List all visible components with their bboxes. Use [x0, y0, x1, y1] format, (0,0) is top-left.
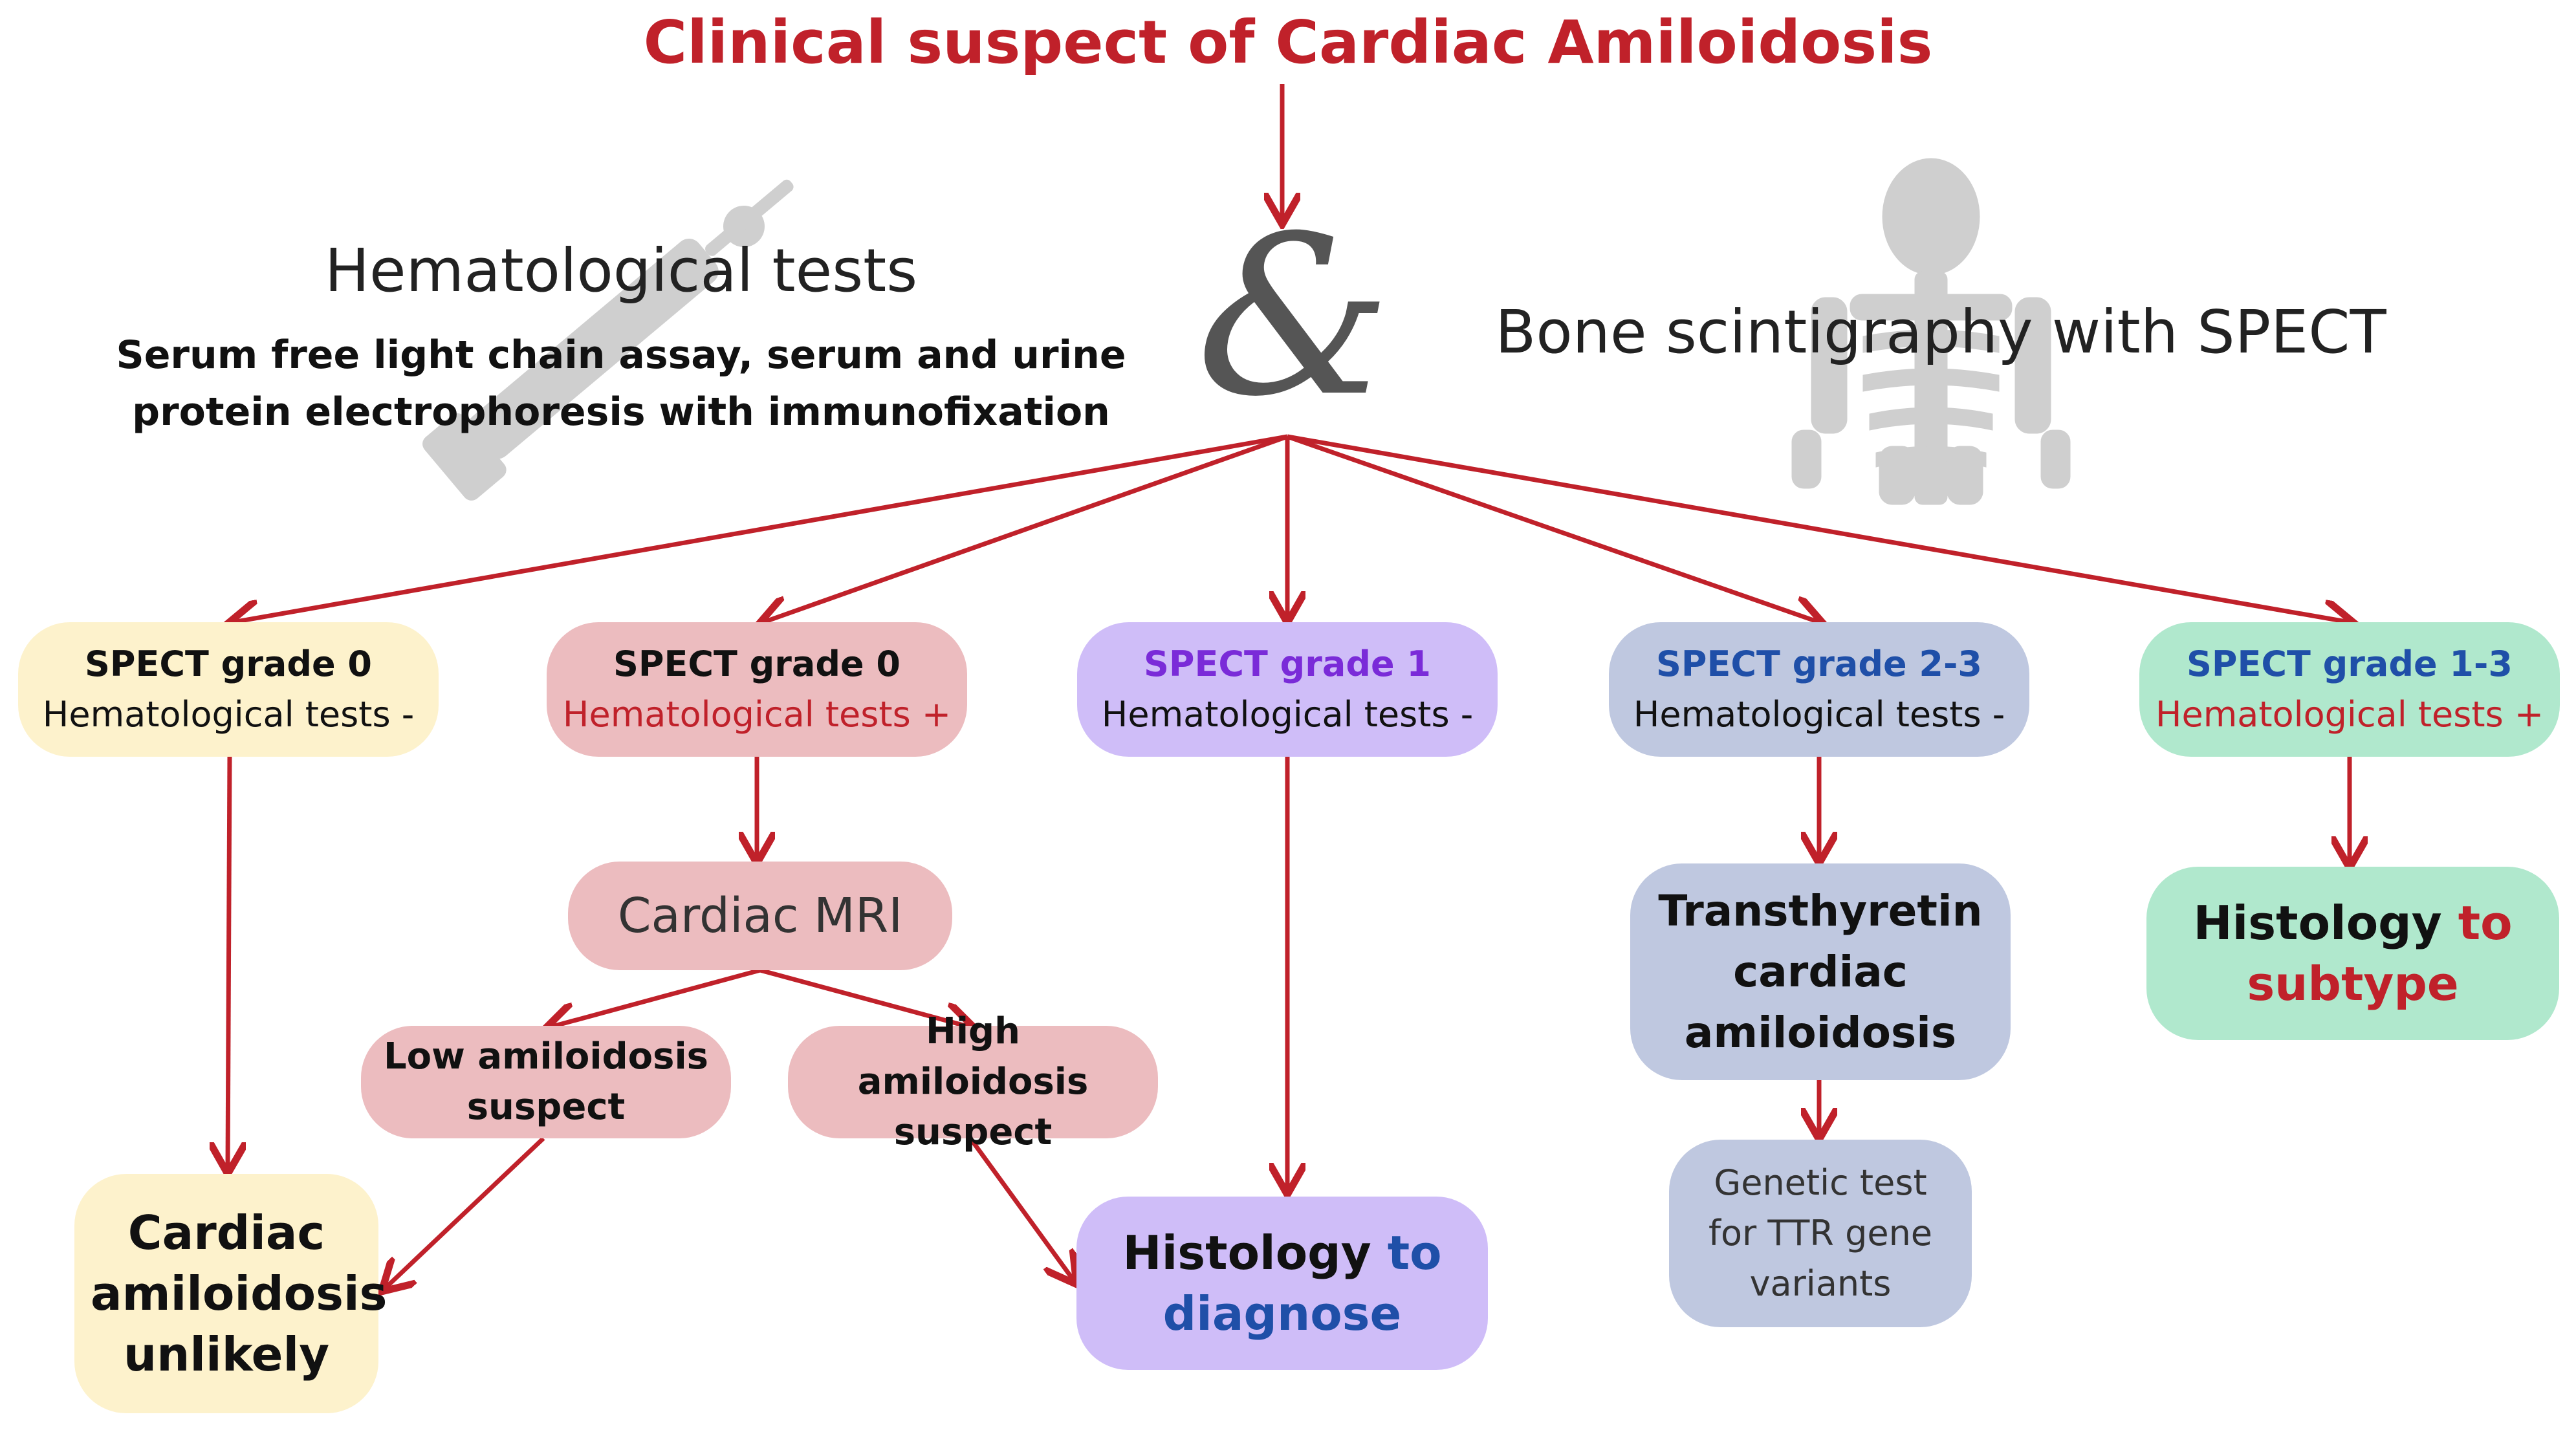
grade-node-0-pos: SPECT grade 0 Hematological tests + — [547, 622, 967, 757]
genetic-test-node: Genetic test for TTR gene variants — [1669, 1140, 1972, 1327]
ampersand: & — [1195, 189, 1392, 445]
hematological-result-label: Hematological tests + — [2155, 694, 2544, 735]
histology-subtype-label: Histology to subtype — [2165, 893, 2540, 1014]
flow-arrows — [228, 84, 2350, 1288]
bone-scintigraphy-title: Bone scintigraphy with SPECT — [1495, 298, 2386, 367]
hematological-result-label: Hematological tests - — [42, 694, 415, 735]
hematological-tests-title: Hematological tests — [324, 236, 918, 305]
diagram-title: Clinical suspect of Cardiac Amiloidosis — [643, 8, 1933, 77]
hematological-result-label: Hematological tests - — [1633, 694, 2005, 735]
histology-purpose: to subtype — [2247, 896, 2513, 1011]
grade-node-2-3-neg: SPECT grade 2-3 Hematological tests - — [1609, 622, 2029, 757]
unlikely-node: Cardiac amiloidosis unlikely — [74, 1174, 387, 1413]
hematological-tests-description: Serum free light chain assay, serum and … — [116, 332, 1126, 435]
spect-grade-label: SPECT grade 0 — [85, 644, 372, 684]
ttr-label: Transthyretin cardiac amiloidosis — [1658, 885, 1983, 1058]
histology-subtype-node: Histology to subtype — [2146, 867, 2559, 1040]
histology-diagnose-node: Histology to diagnose — [1076, 1197, 1488, 1370]
grade-node-1-neg: SPECT grade 1 Hematological tests - — [1077, 622, 1498, 757]
low-suspect-node: Low amiloidosis suspect — [361, 1026, 731, 1138]
histology-purpose: to diagnose — [1162, 1226, 1442, 1341]
low-suspect-label: Low amiloidosis suspect — [383, 1036, 708, 1128]
high-suspect-label: High amiloidosis suspect — [857, 1010, 1089, 1153]
ttr-node: Transthyretin cardiac amiloidosis — [1630, 863, 2011, 1080]
hematological-result-label: Hematological tests - — [1101, 694, 1474, 735]
histology-diagnose-label: Histology to diagnose — [1095, 1222, 1470, 1344]
unlikely-label: Cardiac amiloidosis unlikely — [91, 1206, 387, 1382]
histology-word: Histology — [2193, 896, 2442, 950]
grade-node-1-3-pos: SPECT grade 1-3 Hematological tests + — [2139, 622, 2560, 757]
spect-grade-label: SPECT grade 0 — [613, 644, 901, 684]
skeleton-icon — [1791, 158, 2071, 505]
cardiac-mri-label: Cardiac MRI — [617, 888, 903, 944]
spect-grade-label: SPECT grade 1-3 — [2187, 644, 2513, 684]
histology-word: Histology — [1122, 1226, 1371, 1280]
hematological-result-label: Hematological tests + — [562, 694, 952, 735]
cardiac-mri-node: Cardiac MRI — [568, 862, 952, 970]
genetic-test-label: Genetic test for TTR gene variants — [1708, 1162, 1933, 1304]
high-suspect-node: High amiloidosis suspect — [788, 1010, 1158, 1153]
spect-grade-label: SPECT grade 2-3 — [1656, 644, 1982, 684]
grade-node-0-neg: SPECT grade 0 Hematological tests - — [18, 622, 439, 757]
spect-grade-label: SPECT grade 1 — [1144, 644, 1431, 684]
syringe-icon — [422, 179, 794, 501]
